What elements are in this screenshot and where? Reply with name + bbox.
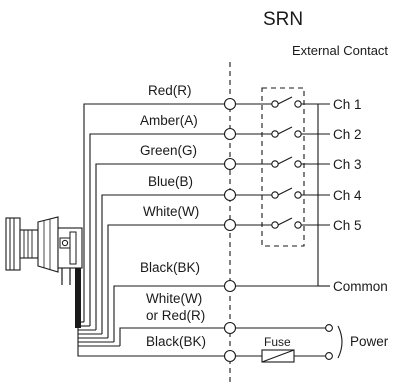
external-contact-box: [261, 87, 305, 247]
wire-label-amber: Amber(A): [140, 113, 198, 128]
diagram-title: SRN: [263, 9, 303, 30]
channel-label-2: Ch 2: [333, 127, 362, 142]
channel-label-5: Ch 5: [333, 218, 362, 233]
wire-label-power-black: Black(BK): [146, 334, 206, 349]
fuse-label: Fuse: [264, 335, 291, 349]
wire-label-power-white: White(W): [146, 291, 202, 306]
channel-contacts: [235, 96, 330, 287]
wire-label-common-black: Black(BK): [140, 260, 200, 275]
channel-label-1: Ch 1: [333, 97, 362, 112]
channel-label-3: Ch 3: [333, 157, 362, 172]
wire-bundle: [77, 103, 225, 357]
wire-label-white: White(W): [143, 204, 199, 219]
wire-label-red: Red(R): [148, 83, 192, 98]
signal-tower-icon: [5, 216, 83, 328]
common-label: Common: [333, 279, 388, 294]
wire-label-green: Green(G): [140, 143, 197, 158]
power-label: Power: [350, 334, 389, 349]
terminal-blocks: [223, 97, 237, 363]
wire-label-power-red: or Red(R): [146, 308, 205, 323]
wire-label-blue: Blue(B): [148, 174, 193, 189]
diagram-subtitle: External Contact: [292, 43, 388, 58]
power-circuit: [235, 324, 343, 363]
power-bracket: [337, 325, 343, 359]
channel-label-4: Ch 4: [333, 188, 362, 203]
